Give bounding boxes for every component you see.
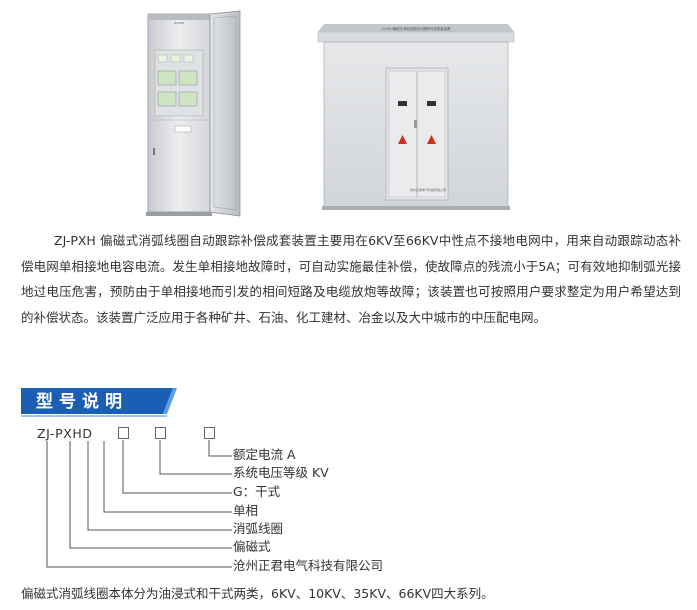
model-code: ZJ-PXHD — [37, 426, 93, 441]
model-label-voltage-level: 系统电压等级 KV — [233, 465, 329, 480]
product-description: ZJ-PXH 偏磁式消弧线圈自动跟踪补偿成套装置主要用在6KV至66KV中性点不… — [21, 233, 681, 325]
box-company-text: 沧州正君电气科技有限公司 — [410, 187, 446, 192]
model-label-bias-magnetic: 偏磁式 — [233, 539, 271, 554]
code-box-3 — [204, 427, 215, 439]
model-label-arc-coil: 消弧线圈 — [233, 521, 284, 536]
model-label-single-phase: 单相 — [233, 503, 259, 518]
footer-note: 偏磁式消弧线圈本体分为油浸式和干式两类，6KV、10KV、35KV、66KV四大… — [21, 586, 494, 601]
product-photo-box: ZJ-PXH偏磁式消弧线圈自动跟踪补偿成套装置 沧州正君电气科技有限公司 — [317, 24, 515, 210]
section-header-banner — [21, 388, 177, 417]
section-title: 型号说明 — [36, 392, 128, 412]
cabinet-header-text: ZJ-PXH — [174, 21, 184, 25]
model-label-company: 沧州正君电气科技有限公司 — [233, 558, 384, 573]
code-box-2 — [155, 427, 166, 439]
model-label-dry-type: G：干式 — [233, 484, 281, 499]
model-label-rated-current: 额定电流 A — [233, 447, 296, 462]
box-header-text: ZJ-PXH偏磁式消弧线圈自动跟踪补偿成套装置 — [382, 26, 452, 31]
product-photo-cabinet: ZJ-PXH — [146, 10, 241, 217]
code-box-1 — [118, 427, 129, 439]
